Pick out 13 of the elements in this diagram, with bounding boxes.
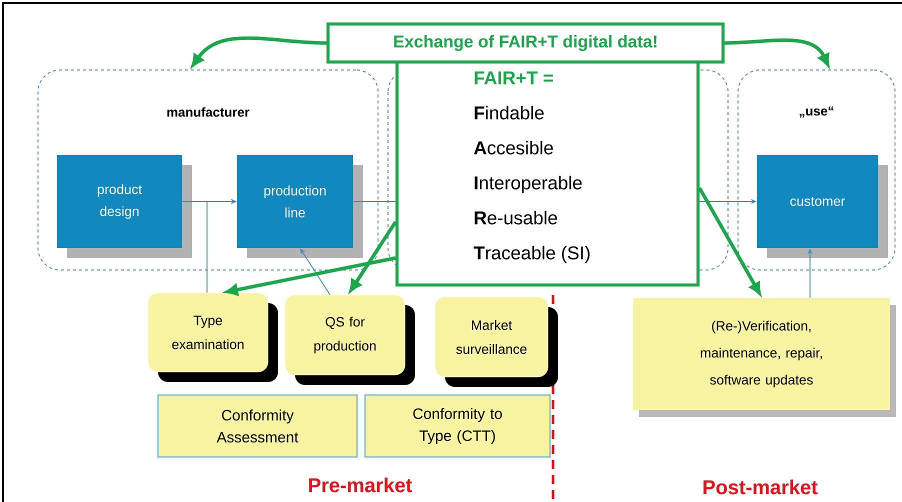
section-label: Pre-market xyxy=(309,478,412,492)
section-label: Post-market xyxy=(704,480,818,494)
rectangle-box: Conformity to Type (CTT) xyxy=(364,394,550,458)
note-box: (Re-)Verification, maintenance, repair, software updates xyxy=(633,298,896,417)
rounded-box: Market surveillance xyxy=(434,296,558,387)
rounded-box: Type examination xyxy=(148,292,278,382)
banner-box: Exchange of FAIR+T digital data! xyxy=(326,22,724,64)
process-box: product design xyxy=(57,155,192,258)
rounded-box: QS for production xyxy=(284,294,415,385)
rectangle-box: Conformity Assessment xyxy=(158,394,358,458)
connector-line xyxy=(352,201,396,202)
process-box: production line xyxy=(237,155,363,258)
process-box: customer xyxy=(757,155,888,258)
